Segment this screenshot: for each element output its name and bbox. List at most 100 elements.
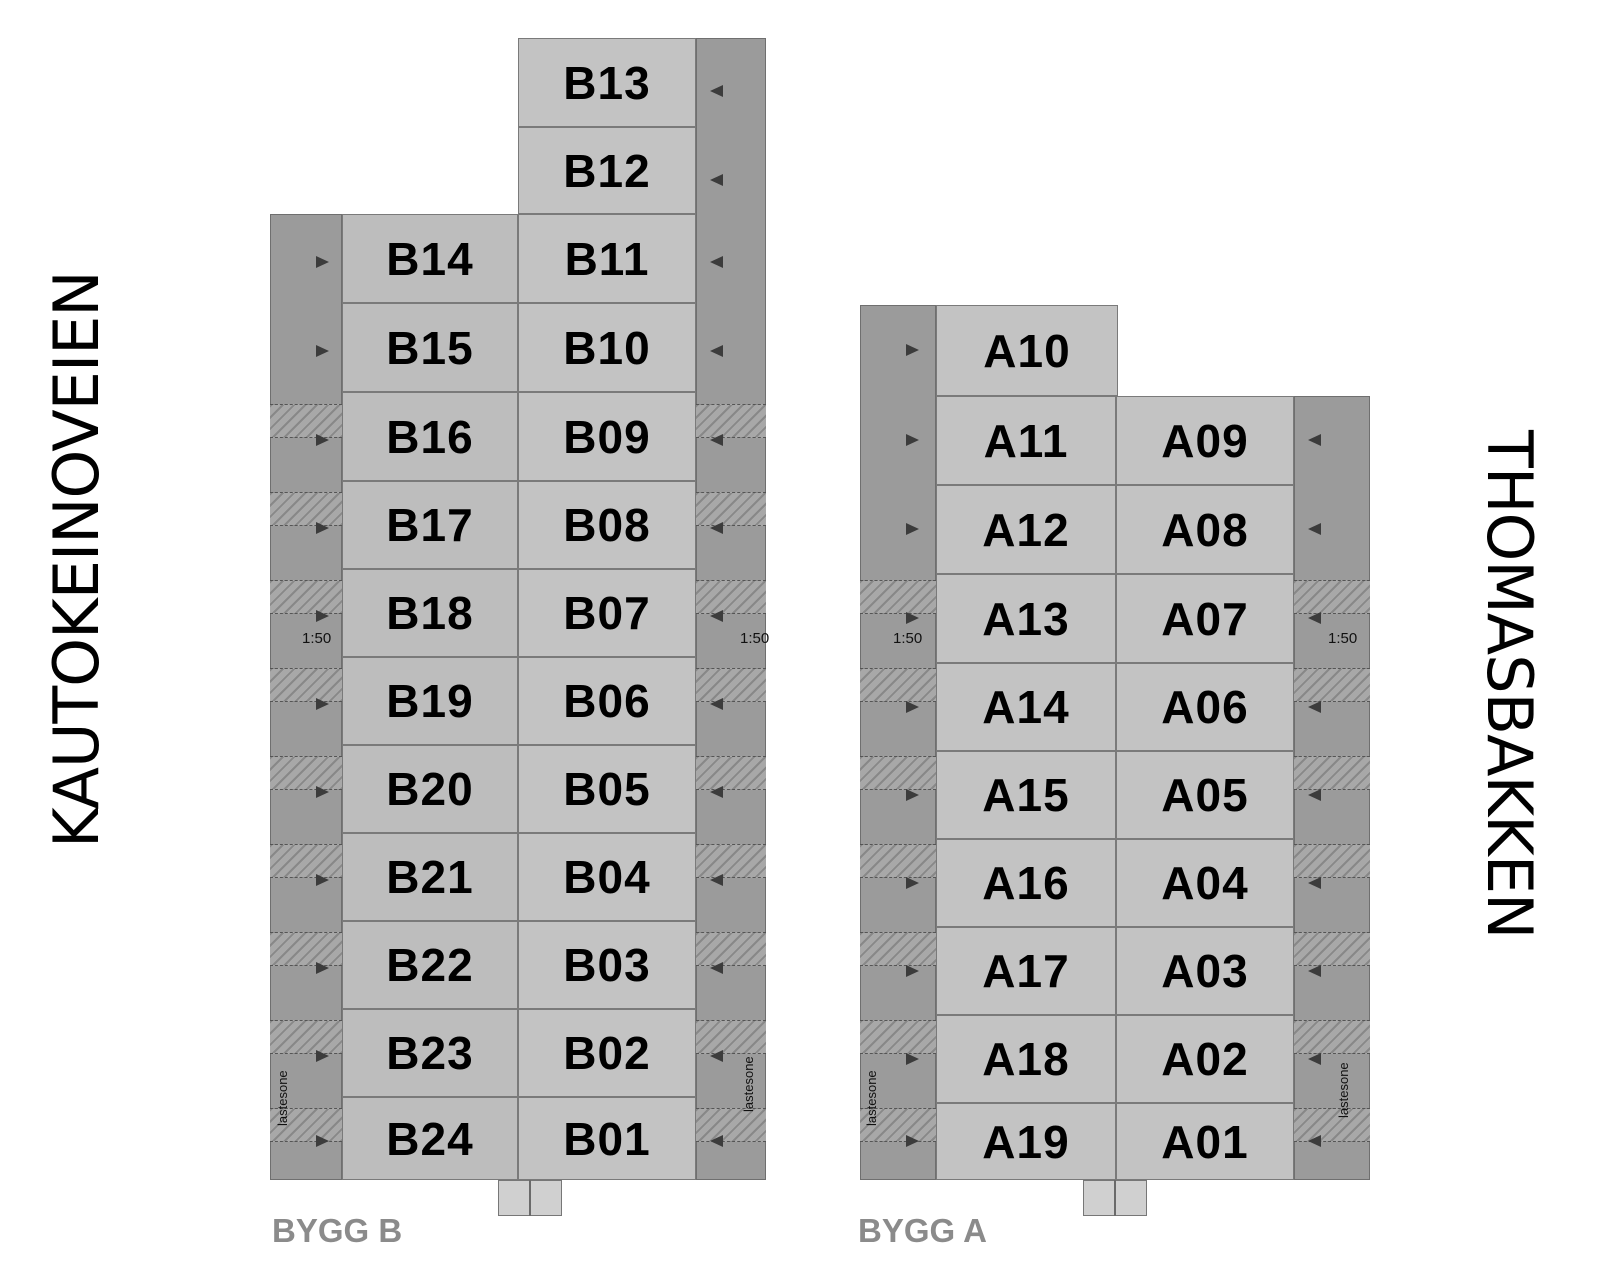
unit-a16[interactable]: A16 bbox=[936, 839, 1116, 927]
hatched-area bbox=[696, 844, 766, 878]
unit-a19[interactable]: A19 bbox=[936, 1103, 1116, 1180]
unit-a13[interactable]: A13 bbox=[936, 574, 1116, 663]
unit-a04[interactable]: A04 bbox=[1116, 839, 1294, 927]
unit-b02[interactable]: B02 bbox=[518, 1009, 696, 1097]
unit-b13[interactable]: B13 bbox=[518, 38, 696, 127]
unit-b12[interactable]: B12 bbox=[518, 127, 696, 214]
hatched-area bbox=[270, 668, 342, 702]
hatched-area bbox=[696, 492, 766, 526]
unit-a18[interactable]: A18 bbox=[936, 1015, 1116, 1103]
unit-a05[interactable]: A05 bbox=[1116, 751, 1294, 839]
divider bbox=[1114, 1180, 1116, 1216]
unit-a07[interactable]: A07 bbox=[1116, 574, 1294, 663]
scale-label: 1:50 bbox=[1328, 630, 1358, 647]
hatched-area bbox=[1294, 932, 1370, 966]
entry-arrow-icon bbox=[316, 610, 329, 622]
unit-b08[interactable]: B08 bbox=[518, 481, 696, 569]
unit-b22[interactable]: B22 bbox=[342, 921, 518, 1009]
unit-b20[interactable]: B20 bbox=[342, 745, 518, 833]
entry-arrow-icon bbox=[906, 789, 919, 801]
entry-arrow-icon bbox=[710, 174, 723, 186]
unit-a02[interactable]: A02 bbox=[1116, 1015, 1294, 1103]
hatched-area bbox=[270, 580, 342, 614]
unit-b01[interactable]: B01 bbox=[518, 1097, 696, 1180]
hatched-area bbox=[1294, 1020, 1370, 1054]
unit-b19[interactable]: B19 bbox=[342, 657, 518, 745]
entry-arrow-icon bbox=[1308, 1053, 1321, 1065]
unit-b03[interactable]: B03 bbox=[518, 921, 696, 1009]
entry-arrow-icon bbox=[710, 962, 723, 974]
unit-b17[interactable]: B17 bbox=[342, 481, 518, 569]
unit-a14[interactable]: A14 bbox=[936, 663, 1116, 751]
entry-arrow-icon bbox=[316, 786, 329, 798]
unit-a09[interactable]: A09 bbox=[1116, 396, 1294, 485]
building-a-label: BYGG A bbox=[858, 1212, 987, 1249]
entry-arrow-icon bbox=[1308, 965, 1321, 977]
unit-b15[interactable]: B15 bbox=[342, 303, 518, 392]
unit-b04[interactable]: B04 bbox=[518, 833, 696, 921]
divider bbox=[529, 1180, 531, 1216]
unit-a11[interactable]: A11 bbox=[936, 396, 1116, 485]
unit-b07[interactable]: B07 bbox=[518, 569, 696, 657]
entry-arrow-icon bbox=[906, 523, 919, 535]
entry-arrow-icon bbox=[1308, 612, 1321, 624]
entry-arrow-icon bbox=[316, 962, 329, 974]
hatched-area bbox=[270, 932, 342, 966]
hatched-area bbox=[1294, 1108, 1370, 1142]
street-label-thomasbakken: THOMASBAKKEN bbox=[1473, 430, 1546, 939]
hatched-area bbox=[860, 1020, 936, 1054]
unit-b21[interactable]: B21 bbox=[342, 833, 518, 921]
unit-b14[interactable]: B14 bbox=[342, 214, 518, 303]
unit-b18[interactable]: B18 bbox=[342, 569, 518, 657]
unit-a06[interactable]: A06 bbox=[1116, 663, 1294, 751]
entry-arrow-icon bbox=[1308, 1135, 1321, 1147]
hatched-area bbox=[1294, 756, 1370, 790]
hatched-area bbox=[696, 932, 766, 966]
entry-arrow-icon bbox=[1308, 789, 1321, 801]
unit-b10[interactable]: B10 bbox=[518, 303, 696, 392]
hatched-area bbox=[270, 404, 342, 438]
hatched-area bbox=[696, 1020, 766, 1054]
unit-b23[interactable]: B23 bbox=[342, 1009, 518, 1097]
entry-arrow-icon bbox=[710, 434, 723, 446]
unit-a15[interactable]: A15 bbox=[936, 751, 1116, 839]
loading-zone-label: lastesone bbox=[1336, 1062, 1351, 1118]
entry-arrow-icon bbox=[906, 965, 919, 977]
entry-arrow-icon bbox=[906, 701, 919, 713]
unit-a03[interactable]: A03 bbox=[1116, 927, 1294, 1015]
entry-arrow-icon bbox=[906, 612, 919, 624]
unit-a10[interactable]: A10 bbox=[936, 305, 1118, 396]
unit-b11[interactable]: B11 bbox=[518, 214, 696, 303]
unit-a08[interactable]: A08 bbox=[1116, 485, 1294, 574]
unit-b06[interactable]: B06 bbox=[518, 657, 696, 745]
hatched-area bbox=[1294, 580, 1370, 614]
hatched-area bbox=[860, 844, 936, 878]
hatched-area bbox=[270, 1108, 342, 1142]
entry-arrow-icon bbox=[316, 434, 329, 446]
entry-arrow-icon bbox=[316, 874, 329, 886]
scale-label: 1:50 bbox=[302, 630, 332, 647]
unit-b09[interactable]: B09 bbox=[518, 392, 696, 481]
unit-a17[interactable]: A17 bbox=[936, 927, 1116, 1015]
loading-zone-label: lastesone bbox=[864, 1070, 879, 1126]
entry-arrow-icon bbox=[906, 1053, 919, 1065]
unit-a01[interactable]: A01 bbox=[1116, 1103, 1294, 1180]
unit-b16[interactable]: B16 bbox=[342, 392, 518, 481]
entry-arrow-icon bbox=[1308, 523, 1321, 535]
unit-b24[interactable]: B24 bbox=[342, 1097, 518, 1180]
entry-arrow-icon bbox=[710, 345, 723, 357]
hatched-area bbox=[270, 844, 342, 878]
hatched-area bbox=[696, 404, 766, 438]
entry-arrow-icon bbox=[906, 344, 919, 356]
loading-zone-label: lastesone bbox=[275, 1070, 290, 1126]
entry-arrow-icon bbox=[710, 522, 723, 534]
hatched-area bbox=[696, 1108, 766, 1142]
entry-arrow-icon bbox=[906, 1135, 919, 1147]
entry-arrow-icon bbox=[316, 345, 329, 357]
unit-a12[interactable]: A12 bbox=[936, 485, 1116, 574]
entry-arrow-icon bbox=[316, 1050, 329, 1062]
unit-b05[interactable]: B05 bbox=[518, 745, 696, 833]
entry-arrow-icon bbox=[1308, 434, 1321, 446]
hatched-area bbox=[270, 492, 342, 526]
entry-arrow-icon bbox=[710, 1050, 723, 1062]
